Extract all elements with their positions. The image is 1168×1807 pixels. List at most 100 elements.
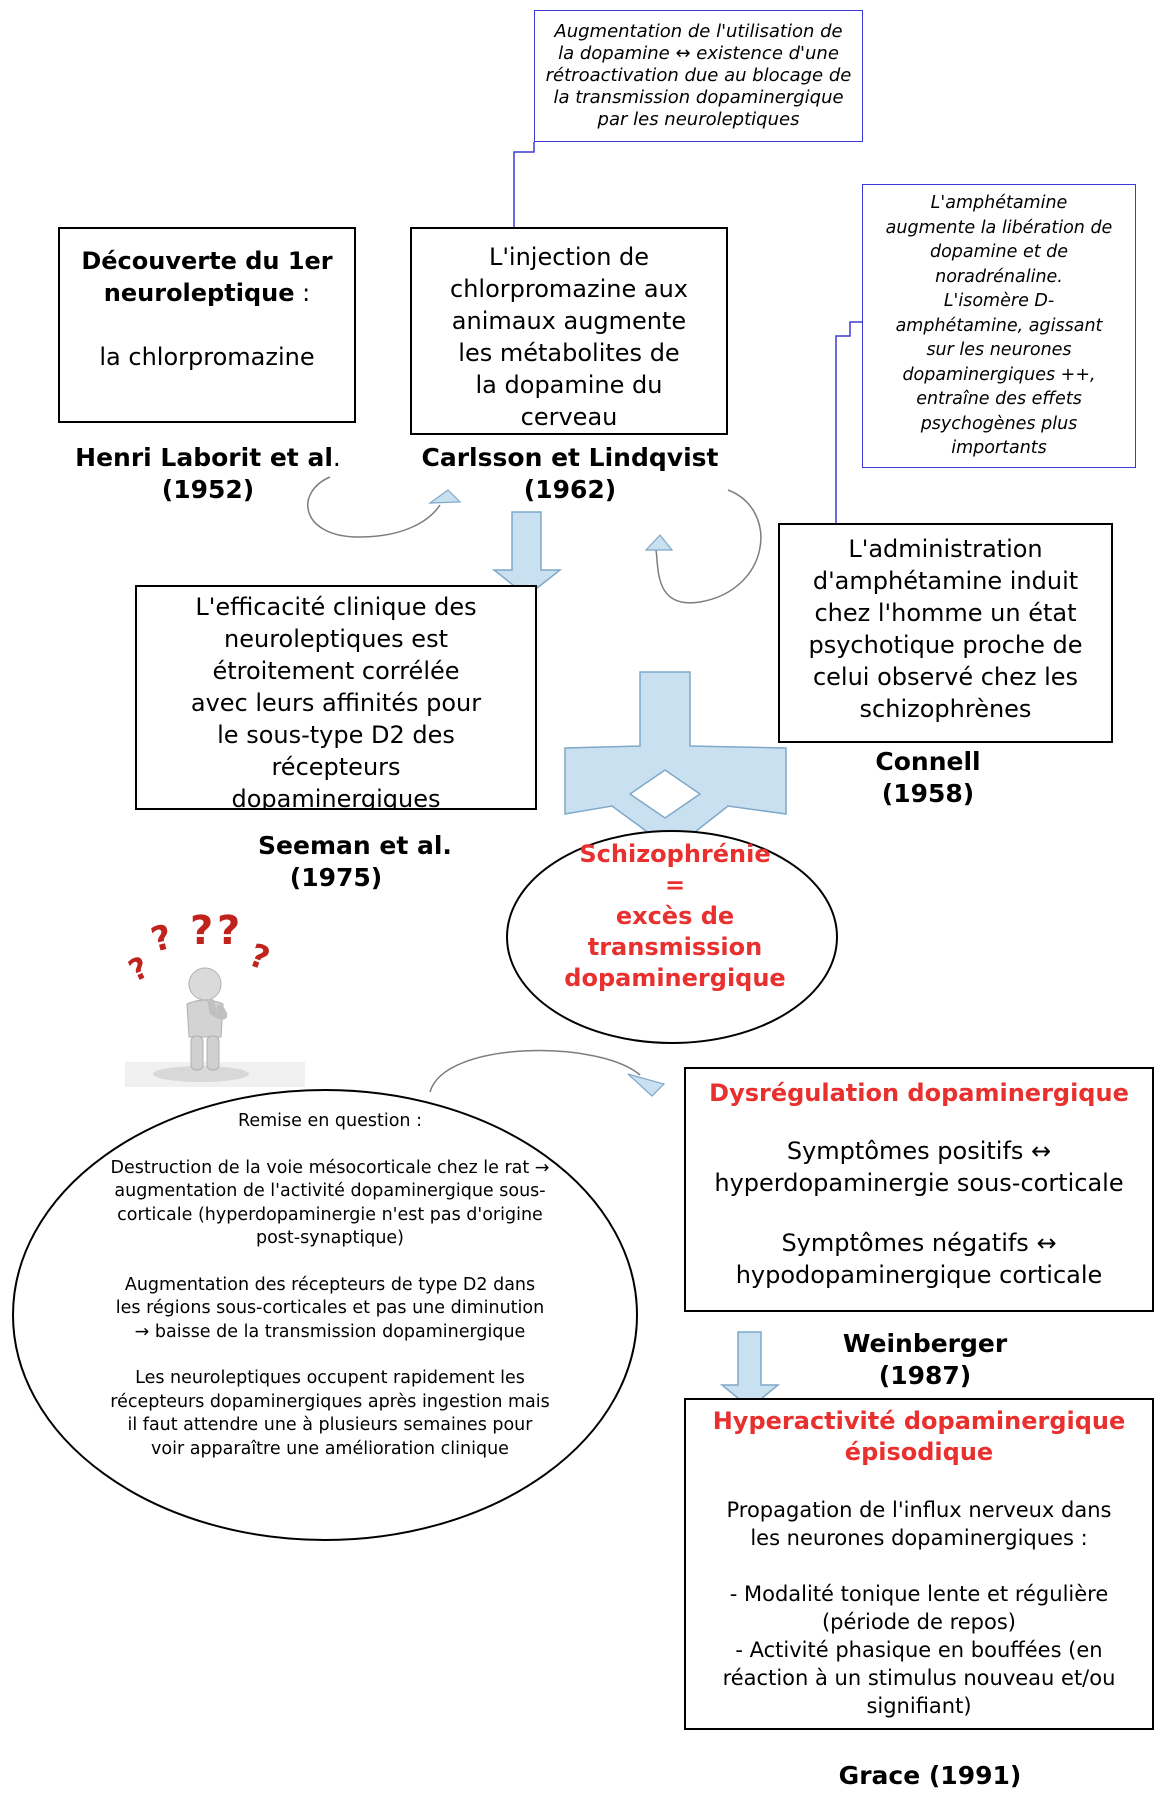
grace-line: - Modalité tonique lente et régulière [729,1582,1109,1606]
author-laborit-dot: . [332,443,341,472]
arrowhead-question-weinberger [627,1073,666,1097]
author-connell: Connell (1958) [838,746,1018,810]
grace-title-line1: Hyperactivité dopaminergique [712,1407,1126,1435]
arrowhead-connell-carlsson [644,534,674,551]
merge-arrow [564,671,787,851]
note-amphet-line: dopamine et de [929,242,1069,263]
box-grace: Hyperactivité dopaminergique épisodique … [684,1398,1154,1730]
schizo-line: Schizophrénie [579,840,771,868]
question-line: corticale (hyperdopaminergie n'est pas d… [117,1204,543,1225]
schizo-line: transmission [587,933,763,961]
carlsson-line: la dopamine du [475,371,663,399]
question-p3: Les neuroleptiques occupent rapidement l… [60,1367,600,1461]
connell-line: L'administration [848,535,1043,563]
box-connell: L'administration d'amphétamine induit ch… [778,523,1113,743]
note-amphet-line: amphétamine, agissant [895,315,1103,336]
ellipse-remise-en-question [12,1089,638,1541]
note-carlsson-line: Augmentation de l'utilisation de [554,21,843,42]
author-grace: Grace (1991) [800,1760,1060,1792]
author-carlsson: Carlsson et Lindqvist (1962) [400,442,740,506]
question-text: Remise en question : Destruction de la v… [60,1110,600,1461]
question-line: les régions sous-corticales et pas une d… [115,1298,545,1318]
question-line: Augmentation des récepteurs de type D2 d… [124,1274,536,1295]
note-amphet-line: sur les neurones [926,340,1072,361]
note-amphet-line: augmente la libération de [885,217,1113,238]
author-weinberger: Weinberger (1987) [800,1328,1050,1392]
author-seeman: Seeman et al. (1975) [210,830,500,894]
weinberger-line: hypodopaminergique corticale [735,1261,1103,1289]
question-line: récepteurs dopaminergiques après ingesti… [110,1391,550,1412]
weinberger-title: Dysrégulation dopaminergique [709,1079,1129,1107]
connell-line: celui observé chez les [812,663,1079,691]
note-carlsson: Augmentation de l'utilisation de la dopa… [534,10,863,142]
grace-line: - Activité phasique en bouffées (en [735,1638,1103,1662]
question-line: voir apparaître une amélioration cliniqu… [151,1438,509,1459]
seeman-line: étroitement corrélée [212,657,460,685]
laborit-drug: la chlorpromazine [99,343,315,371]
note-amphet-line: psychogènes plus [920,413,1078,434]
author-connell-name: Connell [875,747,981,776]
weinberger-line: hyperdopaminergie sous-corticale [714,1169,1124,1197]
box-weinberger: Dysrégulation dopaminergique Symptômes p… [684,1067,1154,1312]
note-carlsson-line: la transmission dopaminergique [553,87,844,108]
author-carlsson-name: Carlsson et Lindqvist [421,443,719,472]
arrowhead-laborit-carlsson [428,489,462,504]
curve-arrow-laborit-carlsson [307,476,441,538]
question-line: Les neuroleptiques occupent rapidement l… [135,1368,525,1388]
schizo-line: dopaminergique [564,964,786,992]
leader-line-carlsson-note [513,142,535,227]
note-amphetamine: L'amphétamine augmente la libération de … [862,184,1136,468]
block-arrow-carlsson-down [491,511,563,597]
author-laborit-name: Henri Laborit et al. [58,442,358,474]
connell-line: d'amphétamine induit [812,567,1079,595]
question-line: augmentation de l'activité dopaminergiqu… [114,1181,546,1201]
curve-arrow-question-weinberger [429,1049,641,1093]
svg-text:?: ? [217,912,240,954]
thinking-person-illustration: ? ? ? ? ? [125,912,305,1087]
seeman-line: neuroleptiques est [224,625,448,653]
svg-text:?: ? [125,950,154,989]
laborit-title-line1: Découverte du 1er [81,247,333,275]
question-line: → baisse de la transmission dopaminergiq… [134,1321,526,1342]
author-weinberger-name: Weinberger [842,1329,1008,1358]
author-laborit: Henri Laborit et al. (1952) [58,442,358,506]
grace-line: Propagation de l'influx nerveux dans [726,1498,1112,1522]
note-amphet-line: L'isomère D- [943,291,1055,312]
grace-line: signifiant) [866,1694,972,1718]
connell-line: schizophrènes [859,695,1032,723]
author-laborit-name-text: Henri Laborit et al [75,443,333,472]
seeman-line: L'efficacité clinique des [195,593,477,621]
note-amphet-line: noradrénaline. [935,266,1063,287]
curve-arrow-connell-carlsson [654,489,762,604]
question-p2: Augmentation des récepteurs de type D2 d… [60,1274,600,1345]
connell-line: psychotique proche de [808,631,1083,659]
carlsson-line: cerveau [520,403,618,431]
question-line: Destruction de la voie mésocorticale che… [110,1157,550,1178]
connell-line: chez l'homme un état [814,599,1077,627]
author-seeman-year: (1975) [289,863,383,892]
seeman-line: le sous-type D2 des [217,721,455,749]
laborit-title-colon: : [294,279,311,307]
box-seeman: L'efficacité clinique des neuroleptiques… [135,585,537,810]
grace-line: réaction à un stimulus nouveau et/ou [722,1666,1116,1690]
laborit-title-line2: neuroleptique : [81,277,332,309]
author-connell-year: (1958) [881,779,975,808]
schizo-line: = [664,871,686,899]
note-amphet-line: entraîne des effets [916,389,1082,410]
svg-text:?: ? [147,917,176,961]
author-seeman-name: Seeman et al. [258,831,452,860]
laborit-title-word: neuroleptique [103,279,295,307]
note-amphet-line: importants [951,438,1047,459]
seeman-line: avec leurs affinités pour [190,689,482,717]
carlsson-line: chlorpromazine aux [450,275,688,303]
svg-text:?: ? [190,912,213,954]
schizo-line: excès de [615,902,735,930]
box-laborit: Découverte du 1er neuroleptique : la chl… [58,227,356,423]
carlsson-line: animaux augmente [451,307,687,335]
schizophrenie-text: Schizophrénie = excès de transmission do… [545,839,805,994]
note-amphet-line: L'amphétamine [930,193,1068,214]
grace-line: (période de repos) [821,1610,1016,1634]
grace-title-line2: épisodique [844,1438,994,1466]
